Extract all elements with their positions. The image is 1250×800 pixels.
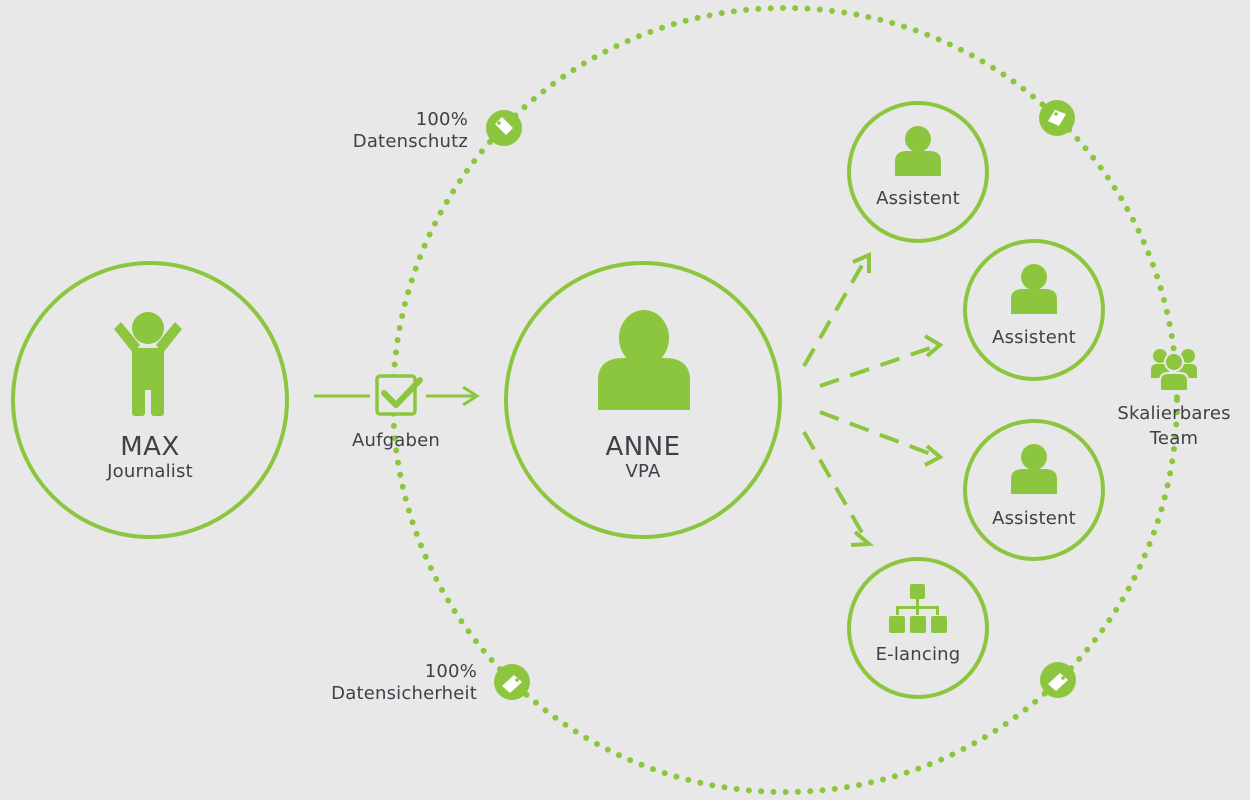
person-cheering-icon <box>114 312 182 416</box>
delegation-arrows <box>802 259 937 539</box>
tag-icon <box>1040 662 1076 698</box>
arrow-to-assistent-3 <box>819 410 937 458</box>
team-label-line2: Team <box>1149 428 1199 449</box>
assistent-label-2: Assistent <box>992 327 1076 348</box>
arrow-to-elancing <box>802 431 867 539</box>
delegation-arrowheads <box>850 251 944 547</box>
group-icon <box>1151 349 1197 392</box>
tag-icon <box>486 110 522 146</box>
task-arrowhead <box>462 385 480 407</box>
person-icon <box>598 310 690 410</box>
checkbox-checked-icon <box>375 374 423 416</box>
elancing-node <box>847 557 989 699</box>
elancing-label: E-lancing <box>875 644 961 665</box>
tasks-label: Aufgaben <box>351 430 441 451</box>
anne-name: ANNE <box>605 432 681 462</box>
tag-icon <box>1039 100 1075 136</box>
security-percent: 100% <box>424 661 477 682</box>
team-label-line1: Skalierbares <box>1117 403 1231 424</box>
assistent-label-1: Assistent <box>876 188 960 209</box>
person-icon <box>895 126 941 176</box>
assistent-node-2 <box>963 239 1105 381</box>
security-label: Datensicherheit <box>331 683 477 704</box>
org-chart-icon <box>889 584 947 633</box>
person-icon <box>1011 264 1057 314</box>
privacy-label: Datenschutz <box>352 131 468 152</box>
anne-circle <box>504 261 782 539</box>
max-role: Journalist <box>107 461 193 482</box>
assistent-node-3 <box>963 419 1105 561</box>
privacy-percent: 100% <box>415 109 468 130</box>
assistent-node-1 <box>847 101 989 243</box>
arrow-to-assistent-1 <box>802 259 867 367</box>
person-icon <box>1011 444 1057 494</box>
max-name: MAX <box>120 432 180 462</box>
arrow-to-assistent-2 <box>819 344 937 388</box>
assistent-label-3: Assistent <box>992 508 1076 529</box>
max-circle <box>11 261 289 539</box>
tag-icon <box>494 664 530 700</box>
anne-role: VPA <box>625 461 661 482</box>
